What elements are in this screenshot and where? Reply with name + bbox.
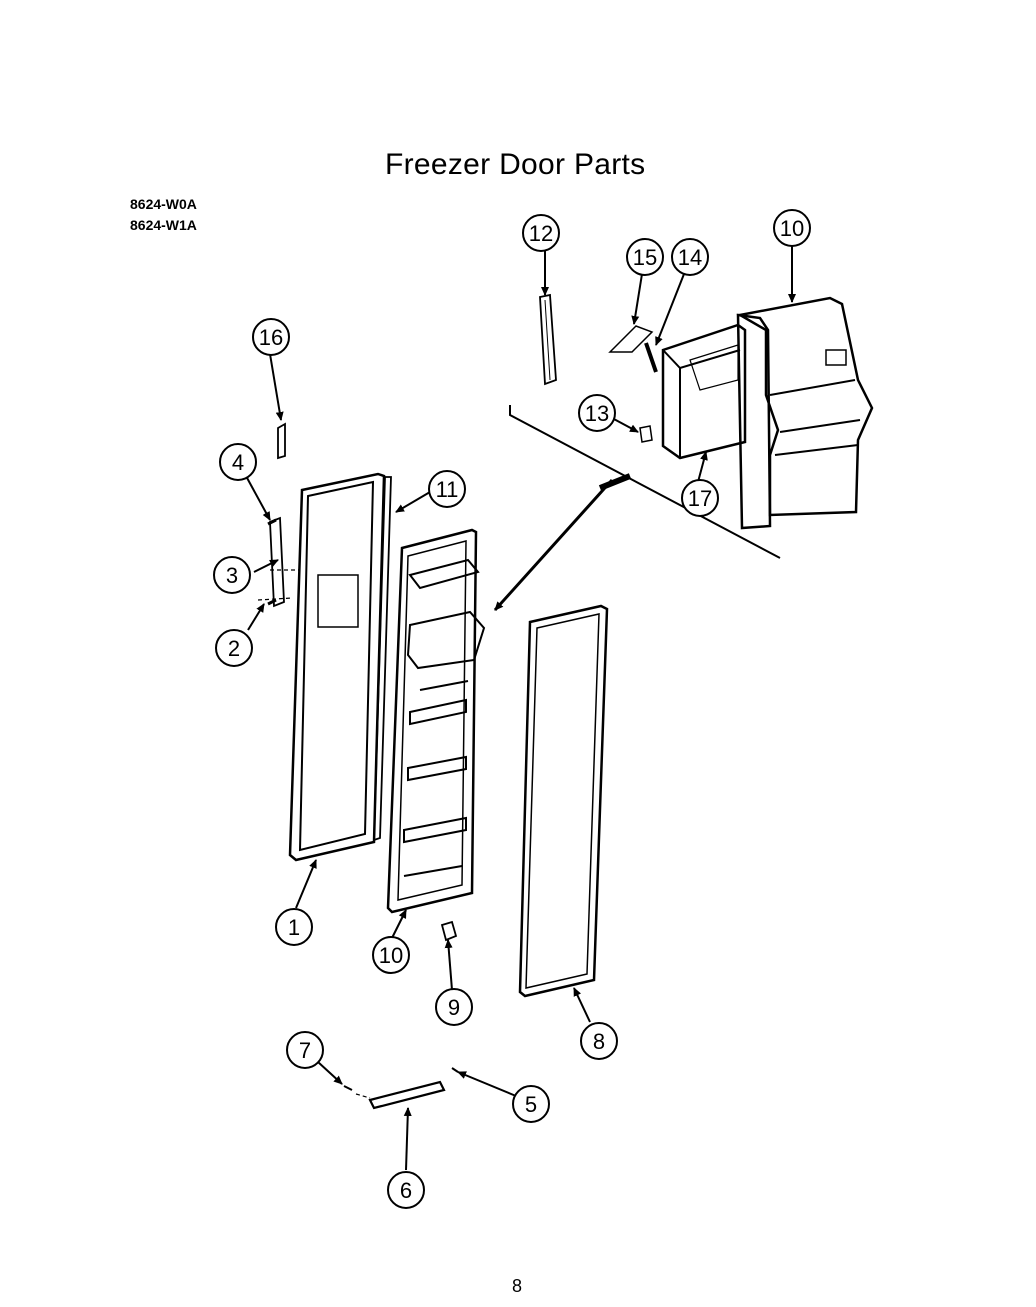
spring: [644, 342, 658, 373]
upper-hinge-pin: [277, 422, 286, 460]
kickplate-bar: [368, 1080, 446, 1110]
page-number: 8: [512, 1276, 523, 1296]
svg-text:12: 12: [529, 221, 553, 246]
door-gasket: [518, 604, 609, 998]
svg-text:11: 11: [436, 477, 459, 502]
svg-text:5: 5: [525, 1092, 537, 1117]
dispenser-housing: [661, 323, 747, 460]
svg-text:17: 17: [688, 486, 712, 511]
callout-16: 16: [252, 318, 290, 356]
callout-2: 2: [215, 629, 253, 667]
callout-8: 8: [580, 1022, 618, 1060]
door-frame: [736, 296, 874, 530]
svg-text:16: 16: [259, 325, 283, 350]
svg-text:1: 1: [288, 915, 300, 940]
handle-assembly: [267, 516, 285, 608]
svg-text:4: 4: [232, 450, 244, 475]
hinge-bracket: [539, 293, 557, 386]
svg-text:2: 2: [228, 636, 240, 661]
small-clip: [639, 425, 653, 443]
inner-door-liner: [386, 528, 486, 914]
callout-17: 17: [681, 479, 719, 517]
callout-13: 13: [578, 394, 616, 432]
callout-7: 7: [286, 1031, 324, 1069]
door-outer-panel: [288, 472, 386, 862]
callout-11: 11: [428, 470, 466, 508]
svg-text:13: 13: [585, 401, 609, 426]
svg-text:15: 15: [633, 245, 657, 270]
svg-text:9: 9: [448, 995, 460, 1020]
model-number-1: 8624-W0A: [130, 196, 197, 212]
svg-text:8: 8: [593, 1029, 605, 1054]
callout-12: 12: [522, 214, 560, 252]
callout-6: 6: [387, 1171, 425, 1209]
callout-15: 15: [626, 238, 664, 276]
actuator-bracket: [608, 325, 654, 353]
callout-10-lower: 10: [372, 936, 410, 974]
svg-text:10: 10: [780, 216, 804, 241]
dispenser-cap: [440, 920, 458, 942]
diagram-title: Freezer Door Parts: [385, 148, 646, 181]
svg-text:14: 14: [678, 245, 702, 270]
callout-1: 1: [275, 908, 313, 946]
svg-text:7: 7: [299, 1038, 311, 1063]
trim-strip: [373, 476, 392, 842]
svg-text:10: 10: [379, 943, 403, 968]
svg-text:6: 6: [400, 1178, 412, 1203]
callout-10-upper: 10: [773, 209, 811, 247]
callout-14: 14: [671, 238, 709, 276]
model-number-2: 8624-W1A: [130, 217, 197, 233]
callout-4: 4: [219, 443, 257, 481]
callout-5: 5: [512, 1085, 550, 1123]
svg-text:3: 3: [226, 563, 238, 588]
callout-9: 9: [435, 988, 473, 1026]
callout-3: 3: [213, 556, 251, 594]
